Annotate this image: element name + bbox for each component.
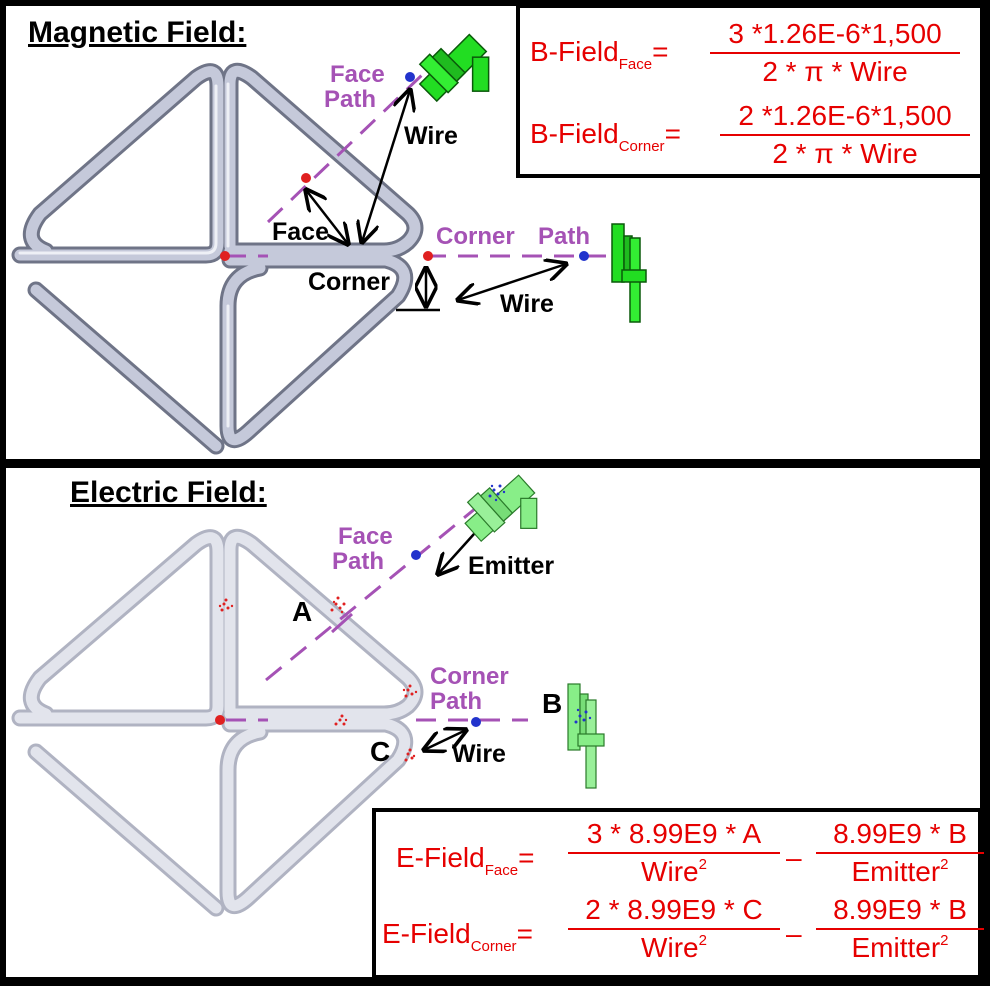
magnetic-field-panel: Magnetic Field: Face Path Wire Face Corn… <box>6 4 984 459</box>
b-field-face-symbol: B-Field <box>530 36 619 67</box>
e-field-equation-box: E-FieldFace= 3 * 8.99E9 * A Wire2 – 8.99… <box>372 808 984 979</box>
minus-sign: – <box>786 842 802 873</box>
e-field-face-denominator-1: Wire2 <box>568 854 780 888</box>
e-field-corner-numerator-1: 2 * 8.99E9 * C <box>568 894 780 930</box>
corner-sensor-point <box>579 251 589 261</box>
corner-label: Corner <box>308 268 390 296</box>
e-field-corner-fraction-1: 2 * 8.99E9 * C Wire2 <box>568 894 780 964</box>
wire-distance-label: Wire <box>452 740 506 768</box>
e-field-face-denominator-1-text: Wire <box>641 856 699 887</box>
e-field-corner-lhs: E-FieldCorner= <box>382 918 533 955</box>
equals-sign: = <box>516 918 533 949</box>
e-field-face-fraction-1: 3 * 8.99E9 * A Wire2 <box>568 818 780 888</box>
corner-sensor-icon <box>611 223 647 323</box>
b-field-face-numerator: 3 *1.26E-6*1,500 <box>710 18 960 54</box>
b-field-corner-subscript: Corner <box>618 138 665 155</box>
face-sensor-point <box>405 72 415 82</box>
e-field-corner-denominator-1-text: Wire <box>641 932 699 963</box>
b-field-corner-lhs: B-FieldCorner= <box>530 118 681 155</box>
corner-path-label-line1: Corner <box>430 663 509 690</box>
b-field-face-subscript: Face <box>618 56 653 73</box>
e-field-face-lhs: E-FieldFace= <box>396 842 534 879</box>
charge-cluster-a <box>330 596 346 614</box>
e-field-face-symbol: E-Field <box>396 842 485 873</box>
emitter-charge-cluster <box>488 484 506 502</box>
emitter-sensor-icon <box>464 474 538 543</box>
wire-coil <box>11 62 424 455</box>
face-sensor-icon <box>418 33 490 103</box>
b-field-corner-symbol: B-Field <box>530 118 619 149</box>
point-a-label: A <box>292 596 313 627</box>
corner-path-corner-label: Corner <box>436 223 515 250</box>
e-field-face-numerator-1: 3 * 8.99E9 * A <box>568 818 780 854</box>
exponent: 2 <box>940 856 949 873</box>
corner-path-path-label: Path <box>538 223 591 250</box>
charge-cluster-corner <box>402 684 418 698</box>
e-field-corner-denominator-2: Emitter2 <box>816 930 984 964</box>
center-point <box>215 715 225 725</box>
b-field-corner-numerator: 2 *1.26E-6*1,500 <box>720 100 970 136</box>
b-field-face-denominator: 2 * π * Wire <box>762 56 908 87</box>
b-sensor-icon <box>567 683 605 789</box>
e-field-face-denominator-2-text: Emitter <box>851 856 941 887</box>
charge-cluster-center <box>334 714 348 726</box>
charge-clusters <box>218 596 418 762</box>
corner-path-label: Corner Path <box>430 664 509 714</box>
exponent: 2 <box>940 932 949 949</box>
e-field-corner-denominator-1: Wire2 <box>568 930 780 964</box>
e-field-face-numerator-2: 8.99E9 * B <box>816 818 984 854</box>
equals-sign: = <box>664 118 681 149</box>
electric-field-heading: Electric Field: <box>70 476 267 509</box>
face-label: Face <box>272 218 329 246</box>
point-b-label: B <box>542 688 563 719</box>
b-field-face-lhs: B-FieldFace= <box>530 36 668 73</box>
point-c-label: C <box>370 736 391 767</box>
face-path-label-line1: Face <box>338 523 393 550</box>
face-point <box>301 173 311 183</box>
equals-sign: = <box>652 36 669 67</box>
b-field-equation-box: B-FieldFace= 3 *1.26E-6*1,500 2 * π * Wi… <box>516 4 984 178</box>
corner-path-label-line2: Path <box>430 688 483 715</box>
equals-sign: = <box>518 842 535 873</box>
face-sensor-point <box>411 550 421 560</box>
e-field-face-fraction-2: 8.99E9 * B Emitter2 <box>816 818 984 888</box>
corner-point <box>423 251 433 261</box>
wire-coil <box>11 528 424 917</box>
e-field-corner-numerator-2: 8.99E9 * B <box>816 894 984 930</box>
e-field-corner-fraction-2: 8.99E9 * B Emitter2 <box>816 894 984 964</box>
b-field-corner-fraction: 2 *1.26E-6*1,500 2 * π * Wire <box>720 100 970 170</box>
charge-cluster-c <box>404 748 416 762</box>
charge-cluster-face-left <box>218 598 234 612</box>
face-path-label: Face Path <box>324 62 385 112</box>
wire-distance-label-face: Wire <box>404 122 458 150</box>
corner-sensor-point <box>471 717 481 727</box>
e-field-corner-denominator-2-text: Emitter <box>851 932 941 963</box>
face-path-label-line2: Path <box>332 548 385 575</box>
magnetic-coil-illustration <box>11 33 647 455</box>
b-field-corner-denominator: 2 * π * Wire <box>772 138 918 169</box>
minus-sign: – <box>786 918 802 949</box>
face-path-label-line2: Path <box>324 86 377 113</box>
electric-coil-illustration <box>11 474 605 917</box>
e-field-face-denominator-2: Emitter2 <box>816 854 984 888</box>
magnetic-field-heading: Magnetic Field: <box>28 16 247 49</box>
exponent: 2 <box>698 856 707 873</box>
center-point <box>220 251 230 261</box>
electric-field-panel: Electric Field: Face Path Emitter A Corn… <box>6 468 984 979</box>
e-field-corner-subscript: Corner <box>470 938 517 955</box>
emitter-label: Emitter <box>468 552 555 580</box>
wire-distance-label-corner: Wire <box>500 290 554 318</box>
b-charge-cluster <box>574 708 592 724</box>
distance-arrows <box>306 90 566 312</box>
exponent: 2 <box>698 932 707 949</box>
face-path-label-line1: Face <box>330 61 385 88</box>
face-crossing-mark <box>330 612 354 634</box>
e-field-corner-symbol: E-Field <box>382 918 471 949</box>
face-path-label: Face Path <box>332 524 393 574</box>
e-field-face-subscript: Face <box>484 862 519 879</box>
b-field-face-fraction: 3 *1.26E-6*1,500 2 * π * Wire <box>710 18 960 88</box>
